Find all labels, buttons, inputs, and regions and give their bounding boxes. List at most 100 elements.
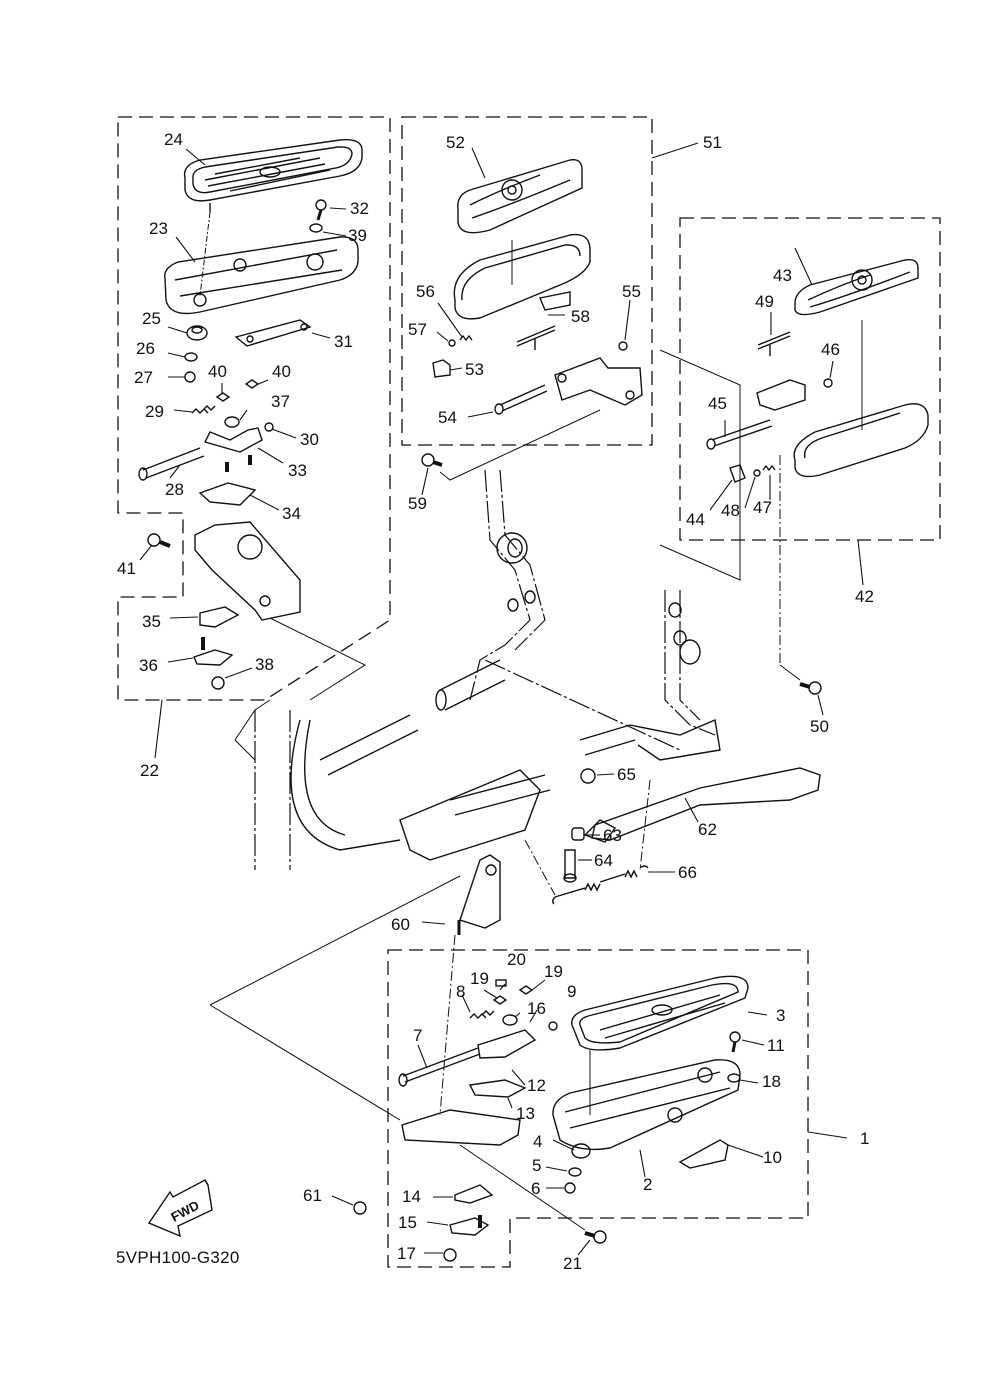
- footrest-base-42: [793, 320, 929, 478]
- collar-63: [571, 827, 585, 841]
- bolt-21: [584, 1230, 607, 1244]
- washer-26: [184, 352, 198, 362]
- callout-39: 39: [348, 226, 367, 245]
- callout-61: 61: [303, 1186, 322, 1205]
- holder-53: [432, 359, 451, 378]
- pin-45: [706, 419, 773, 450]
- callout-32: 32: [350, 199, 369, 218]
- clip-46: [823, 378, 833, 388]
- pin-54: [494, 384, 548, 415]
- callout-64: 64: [594, 851, 613, 870]
- callout-54: 54: [438, 408, 457, 427]
- nut-6: [564, 1182, 576, 1194]
- callout-26: 26: [136, 339, 155, 358]
- callout-18: 18: [762, 1072, 781, 1091]
- callout-4: 4: [533, 1132, 543, 1151]
- callout-49: 49: [755, 292, 774, 311]
- nut-65: [580, 768, 596, 784]
- callout-47: 47: [753, 498, 772, 517]
- spring-29: [191, 405, 216, 414]
- callout-52: 52: [446, 133, 465, 152]
- callout-46: 46: [821, 340, 840, 359]
- callout-7: 7: [413, 1026, 423, 1045]
- bolt-64: [563, 849, 577, 883]
- pad-40a: [215, 392, 231, 402]
- callout-30: 30: [300, 430, 319, 449]
- callout-23: 23: [149, 219, 168, 238]
- bolt-32: [315, 199, 327, 221]
- callout-41: 41: [117, 559, 136, 578]
- bolt-41: [147, 533, 171, 548]
- fwd-arrow-icon: [147, 1179, 213, 1238]
- footrest-bracket-51: [554, 357, 643, 406]
- nut-38: [211, 676, 225, 690]
- grommet-25: [186, 325, 208, 341]
- plate-35: [199, 606, 240, 628]
- group-42-boundary: [679, 217, 941, 541]
- callout-60: 60: [391, 915, 410, 934]
- callout-16: 16: [527, 999, 546, 1018]
- spring-8: [469, 1010, 495, 1019]
- callout-13: 13: [516, 1104, 535, 1123]
- footrest-pad-52: [457, 159, 583, 234]
- plate-14: [454, 1184, 494, 1204]
- footboard-base-23: [164, 211, 359, 315]
- callout-40b: 40: [272, 362, 291, 381]
- holder-44: [729, 464, 746, 483]
- pad-19b: [518, 985, 534, 995]
- callout-28: 28: [165, 480, 184, 499]
- callout-12: 12: [527, 1076, 546, 1095]
- callout-6: 6: [531, 1179, 541, 1198]
- callout-56: 56: [416, 282, 435, 301]
- nut-16: [502, 1014, 518, 1026]
- nut-27: [184, 371, 196, 383]
- callout-48: 48: [721, 501, 740, 520]
- nut-17: [443, 1248, 457, 1262]
- callout-44: 44: [686, 510, 705, 529]
- callout-59: 59: [408, 494, 427, 513]
- ball-57: [448, 339, 456, 347]
- footboard-base-2: [552, 1050, 741, 1151]
- pivot-bracket-33: [203, 427, 263, 472]
- pivot-pin-28: [138, 447, 205, 481]
- frame-tubes: [290, 532, 721, 861]
- bolt-50: [799, 681, 822, 695]
- frame-member: [254, 469, 716, 870]
- callout-11: 11: [767, 1036, 785, 1055]
- footboard-cover-3: [571, 975, 749, 1051]
- sidestand-62: [583, 767, 821, 843]
- callout-34: 34: [282, 504, 301, 523]
- bracket-31: [234, 319, 312, 347]
- callout-65: 65: [617, 765, 636, 784]
- spring-66: [552, 865, 649, 905]
- footrest-bracket-42: [756, 379, 806, 411]
- callout-35: 35: [142, 612, 161, 631]
- callout-51: 51: [703, 133, 722, 152]
- key-58: [516, 325, 556, 350]
- assembly-leaders: [209, 349, 741, 1121]
- callout-57: 57: [408, 320, 427, 339]
- callout-9: 9: [567, 982, 577, 1001]
- callout-5: 5: [532, 1156, 542, 1175]
- sidestand-bracket-60: [457, 854, 501, 935]
- callout-10: 10: [763, 1148, 782, 1167]
- footrest-pad-43: [794, 258, 919, 316]
- bracket-10: [678, 1139, 729, 1169]
- callout-42: 42: [855, 587, 874, 606]
- callout-8: 8: [456, 982, 466, 1001]
- callout-leaders: [139, 142, 864, 1256]
- washer-18: [727, 1073, 741, 1083]
- pivot-bracket-12: [477, 1029, 537, 1059]
- callout-22: 22: [140, 761, 159, 780]
- stopper-15: [449, 1215, 490, 1236]
- callout-25: 25: [142, 309, 161, 328]
- footboard-bracket: [194, 521, 301, 621]
- diagram-code: 5VPH100-G320: [116, 1248, 240, 1267]
- washer-39: [309, 223, 323, 233]
- callout-27: 27: [134, 368, 153, 387]
- callout-19a: 19: [470, 969, 489, 988]
- pad-20: [495, 979, 507, 987]
- callout-50: 50: [810, 717, 829, 736]
- stopper-36: [193, 637, 234, 666]
